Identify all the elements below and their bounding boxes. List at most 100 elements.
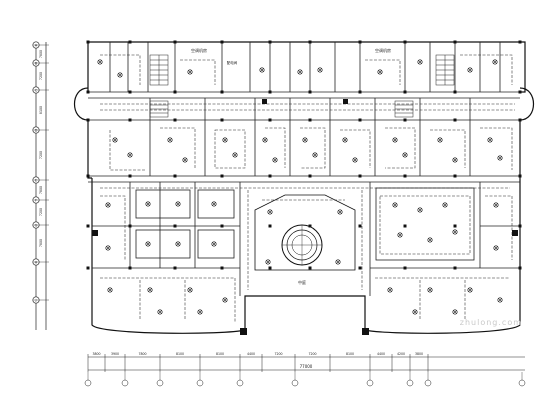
column <box>173 266 177 270</box>
light-fixture <box>497 155 503 161</box>
column <box>358 266 362 270</box>
column <box>86 40 90 44</box>
light-fixture <box>259 67 265 73</box>
left-dimension-label: 7200 <box>39 72 43 80</box>
column <box>173 224 177 228</box>
light-fixture <box>127 152 133 158</box>
light-fixture <box>145 241 151 247</box>
column <box>308 118 312 122</box>
light-fixture <box>167 137 173 143</box>
column <box>358 174 362 178</box>
light-fixture <box>265 259 271 265</box>
column <box>453 40 457 44</box>
stair-left <box>149 54 169 86</box>
axis-bubble-label: F <box>35 198 37 202</box>
axis-bubble <box>156 379 164 387</box>
column <box>86 224 90 228</box>
light-fixture <box>452 157 458 163</box>
axis-bubble-label: G <box>35 223 38 227</box>
light-fixture <box>452 309 458 315</box>
column <box>358 90 362 94</box>
light-fixture <box>222 137 228 143</box>
power-room-label: 配电间 <box>227 60 238 65</box>
column <box>308 266 312 270</box>
column <box>403 174 407 178</box>
light-fixture <box>157 309 163 315</box>
column <box>268 266 272 270</box>
column <box>453 224 457 228</box>
stair-right <box>435 54 455 86</box>
column <box>173 174 177 178</box>
column <box>453 90 457 94</box>
light-fixture <box>492 59 498 65</box>
column <box>268 118 272 122</box>
light-fixture <box>487 137 493 143</box>
column <box>268 40 272 44</box>
bottom-dimension-label: 4400 <box>377 352 385 356</box>
axis-bubble <box>424 379 432 387</box>
column <box>128 224 132 228</box>
light-fixture <box>175 201 181 207</box>
light-fixture <box>267 209 273 215</box>
light-fixture <box>417 207 423 213</box>
light-fixture <box>442 202 448 208</box>
bottom-dimension-label: 8100 <box>346 352 354 356</box>
light-fixture <box>262 137 268 143</box>
light-fixture <box>312 152 318 158</box>
light-fixture <box>182 157 188 163</box>
light-fixture <box>352 157 358 163</box>
axis-bubble <box>406 379 414 387</box>
axis-bubble <box>366 379 374 387</box>
axis-bubble-label: E <box>35 178 38 182</box>
axis-bubble-label: A <box>35 43 38 47</box>
column <box>518 90 522 94</box>
column <box>220 118 224 122</box>
light-fixture <box>467 67 473 73</box>
left-dimension-label: 7200 <box>39 151 43 159</box>
column <box>308 90 312 94</box>
light-fixture <box>342 137 348 143</box>
column <box>128 118 132 122</box>
atrium <box>254 194 356 271</box>
bottom-dimension-label: 7200 <box>274 352 282 356</box>
column <box>518 118 522 122</box>
watermark: zhulong.com <box>459 318 522 327</box>
light-fixture <box>412 309 418 315</box>
light-fixture <box>427 237 433 243</box>
equipment-markers <box>92 99 518 335</box>
bottom-dimension-label: 3900 <box>111 352 119 356</box>
bottom-dimension-chain <box>88 356 525 371</box>
column <box>453 266 457 270</box>
light-fixture <box>197 309 203 315</box>
column <box>403 224 407 228</box>
column <box>128 174 132 178</box>
bottom-dimension-label: 7800 <box>138 352 146 356</box>
bottom-dimension-label: 3800 <box>415 352 423 356</box>
column <box>358 224 362 228</box>
bottom-dimension-label: 8100 <box>176 352 184 356</box>
light-fixture <box>187 69 193 75</box>
light-fixture <box>232 152 238 158</box>
left-dimension-label: 7800 <box>39 50 43 58</box>
light-fixture <box>427 287 433 293</box>
overall-dimension: 77000 <box>300 364 313 369</box>
column <box>268 224 272 228</box>
bottom-dimension-label: 7200 <box>308 352 316 356</box>
light-fixture <box>187 287 193 293</box>
column <box>268 90 272 94</box>
column <box>86 174 90 178</box>
light-fixture <box>387 287 393 293</box>
axis-bubble-label: B <box>35 61 38 65</box>
bottom-dimension-label: 8100 <box>216 352 224 356</box>
column <box>128 40 132 44</box>
column <box>453 174 457 178</box>
ac-room-right-label: 空调机房 <box>375 47 391 53</box>
light-fixture <box>97 59 103 65</box>
bottom-dimension-label: 4200 <box>397 352 405 356</box>
light-fixture <box>211 201 217 207</box>
left-dimension-label: 7200 <box>39 208 43 216</box>
wiring-runs <box>100 54 515 322</box>
axis-bubble-label: D <box>35 128 38 132</box>
